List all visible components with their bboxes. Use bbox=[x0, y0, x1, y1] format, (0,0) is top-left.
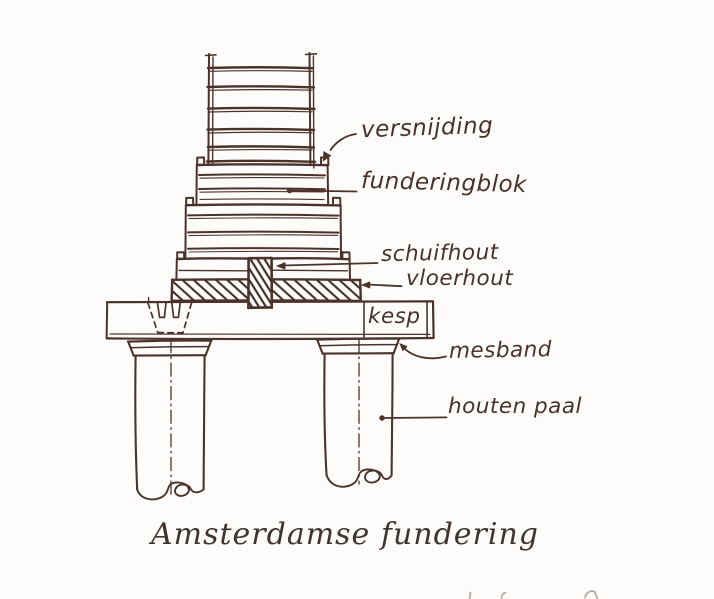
leader-dot bbox=[286, 187, 293, 194]
houten-paal-leader bbox=[384, 416, 448, 419]
mesband-leader bbox=[403, 347, 447, 360]
label-vloerhout: vloerhout bbox=[406, 266, 514, 291]
figure-caption: Amsterdamse fundering bbox=[150, 517, 540, 552]
arrowhead-icon bbox=[275, 262, 286, 270]
label-kesp: kesp bbox=[368, 304, 421, 329]
label-versnijding: versnijding bbox=[360, 112, 494, 144]
label-mesband: mesband bbox=[448, 337, 553, 364]
pile-right bbox=[315, 337, 401, 488]
arrowhead-icon bbox=[322, 151, 332, 162]
arrowhead-icon bbox=[360, 281, 371, 289]
leader-lines bbox=[275, 133, 448, 421]
brick-wall-drawing bbox=[204, 52, 318, 169]
schuifhout-leader bbox=[282, 262, 379, 267]
leader-dot bbox=[379, 415, 385, 421]
label-funderingblok: funderingblok bbox=[360, 167, 528, 199]
label-houten-paal: houten paal bbox=[448, 394, 582, 419]
funderingblok-tiers bbox=[175, 156, 351, 281]
funderingblok-leader bbox=[291, 189, 358, 193]
pile-tenon-dashed bbox=[147, 296, 193, 334]
schuifhout-block bbox=[247, 256, 274, 310]
cutoff-text-fragments bbox=[468, 590, 599, 599]
versnijding-leader bbox=[329, 133, 357, 151]
vloerhout-leader bbox=[366, 283, 403, 288]
arrowhead-icon bbox=[399, 343, 408, 352]
label-schuifhout: schuifhout bbox=[380, 239, 499, 268]
pile-left bbox=[126, 338, 213, 501]
